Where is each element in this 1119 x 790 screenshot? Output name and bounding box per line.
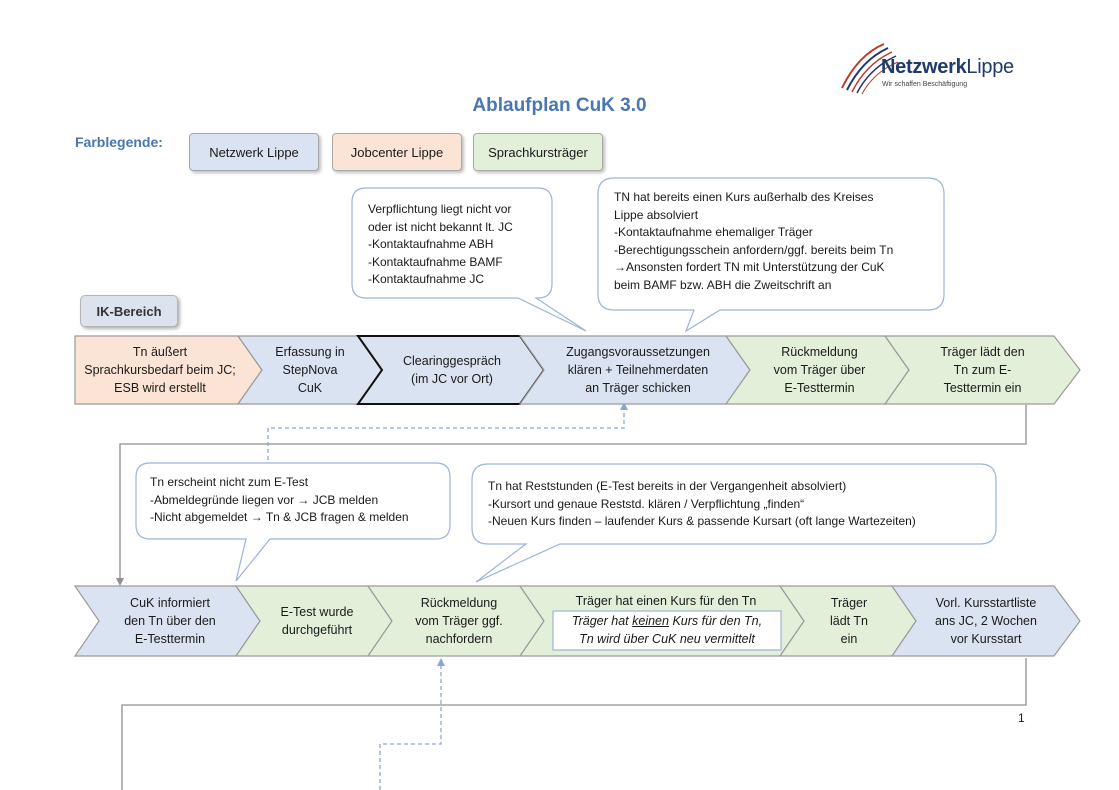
callout-verpflichtung bbox=[351, 187, 587, 332]
logo-swoosh-icon bbox=[841, 43, 899, 95]
legend-item-jobcenter: Jobcenter Lippe bbox=[332, 133, 462, 171]
netzwerk-lippe-logo: NetzwerkLippe Wir schaffen Beschäftigung bbox=[835, 38, 1035, 98]
callout-reststunden-text: Tn hat Reststunden (E-Test bereits in de… bbox=[488, 479, 916, 528]
dashed-link-row2 bbox=[379, 664, 442, 790]
connector-row1-to-row2 bbox=[119, 405, 1027, 580]
callout-tn-kurs-ausserhalb bbox=[597, 177, 945, 333]
step-r2-4-text: Träger hat einen Kurs für den Tn bbox=[575, 594, 757, 608]
callout-nicht-erscheinen bbox=[135, 462, 451, 582]
dashed-arrowhead bbox=[620, 402, 628, 410]
connector-row2-to-next bbox=[121, 658, 1027, 790]
logo-name: NetzwerkLippe bbox=[881, 56, 1014, 78]
callout-verpflichtung-text: Verpflichtung liegt nicht vor oder ist n… bbox=[368, 202, 513, 286]
connector-arrowhead bbox=[116, 578, 124, 586]
page-number: 1 bbox=[1018, 711, 1025, 725]
process-row-1 bbox=[74, 335, 1081, 405]
step-r1-6 bbox=[883, 335, 1081, 405]
legend-label: Farblegende: bbox=[75, 134, 163, 150]
legend-item-netzwerk: Netzwerk Lippe bbox=[189, 133, 319, 171]
callout-tn-kurs-ausserhalb-text: TN hat bereits einen Kurs außerhalb des … bbox=[614, 190, 894, 292]
legend-item-sprachkurstraeger: Sprachkursträger bbox=[473, 133, 603, 171]
dashed-link-row1 bbox=[267, 408, 625, 460]
inner-note-text: Träger hat keinen Kurs für den Tn, Tn wi… bbox=[571, 614, 763, 646]
connectors bbox=[116, 402, 1027, 790]
inner-note-box bbox=[552, 610, 782, 651]
callout-reststunden bbox=[471, 463, 997, 583]
page-title: Ablaufplan CuK 3.0 bbox=[472, 95, 647, 116]
dashed-arrowhead bbox=[437, 658, 445, 666]
callout-nicht-erscheinen-text: Tn erscheint nicht zum E-Test -Abmeldegr… bbox=[150, 475, 409, 524]
section-label-ik-bereich: IK-Bereich bbox=[80, 295, 178, 327]
step-r2-6 bbox=[890, 585, 1081, 657]
logo-tagline: Wir schaffen Beschäftigung bbox=[882, 81, 968, 88]
step-r1-3-text: Clearinggespräch(im JC vor Ort) bbox=[403, 354, 501, 386]
